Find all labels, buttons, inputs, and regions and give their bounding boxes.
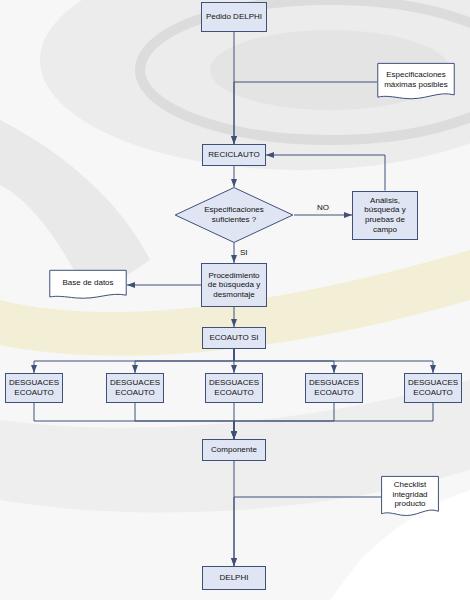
end-box: DELPHI [202, 566, 266, 590]
flow-connector [34, 403, 234, 439]
flow-connector [135, 349, 234, 373]
node-text: DESGUACES ECOAUTO [309, 378, 359, 397]
process-box: DESGUACES ECOAUTO [404, 373, 462, 403]
node-text: DESGUACES ECOAUTO [110, 378, 160, 397]
photo-yellow-band [0, 250, 470, 356]
node-text: DESGUACES ECOAUTO [408, 378, 458, 397]
process-box: RECICLAUTO [202, 144, 266, 166]
process-box: Procedimiento de búsqueda y desmontaje [201, 263, 267, 307]
document-shape: Checklist integridad producto [381, 476, 439, 518]
document-shape: Especificaciones máximas posibles [377, 63, 455, 101]
flow-connector [234, 82, 377, 144]
node-text: DESGUACES ECOAUTO [209, 378, 259, 397]
document-shape: Base de datos [49, 270, 127, 300]
photo-ring [140, 0, 470, 140]
node-text: Componente [211, 445, 257, 455]
node-text: DELPHI [220, 573, 249, 583]
flow-connector [234, 497, 381, 566]
node-text: Especificaciones máximas posibles [381, 70, 451, 89]
flow-connector [234, 307, 235, 327]
edge-label: SI [238, 249, 250, 258]
process-box: ECOAUTO SI [202, 327, 266, 349]
diamond-outline [175, 188, 293, 243]
document-outline [378, 63, 454, 98]
flow-connector [135, 403, 234, 439]
node-text: Checklist integridad producto [385, 480, 435, 509]
process-box: DESGUACES ECOAUTO [5, 373, 63, 403]
photo-disc [40, 0, 470, 170]
decision-diamond: Especificaciones suficientes ? [174, 187, 294, 243]
document-outline [50, 270, 126, 298]
node-text: Procedimiento de búsqueda y desmontaje [205, 271, 263, 300]
node-text: RECICLAUTO [208, 150, 259, 160]
process-box: DESGUACES ECOAUTO [205, 373, 263, 403]
photo-panel [0, 120, 150, 300]
process-box: Análisis, búsqueda y pruebas de campo [352, 191, 418, 240]
node-text: ECOAUTO SI [209, 333, 258, 343]
edge-label: NO [315, 204, 331, 213]
process-box: DESGUACES ECOAUTO [305, 373, 363, 403]
flow-connector [34, 349, 234, 373]
document-outline [382, 476, 439, 515]
flow-connector [266, 155, 385, 191]
flow-connector [234, 166, 235, 187]
start-box: Pedido DELPHI [201, 2, 267, 32]
node-text: DESGUACES ECOAUTO [9, 378, 59, 397]
node-text: Análisis, búsqueda y pruebas de campo [356, 196, 414, 234]
process-box: Componente [202, 439, 266, 461]
node-text: Base de datos [62, 278, 113, 288]
flow-connector [234, 243, 235, 263]
process-box: DESGUACES ECOAUTO [106, 373, 164, 403]
flow-connector [294, 215, 352, 216]
flow-connector [234, 349, 433, 373]
node-text: Pedido DELPHI [206, 12, 262, 22]
node-text: Especificaciones suficientes ? [197, 205, 271, 224]
flow-connector [127, 285, 201, 286]
flow-connector [234, 403, 433, 439]
